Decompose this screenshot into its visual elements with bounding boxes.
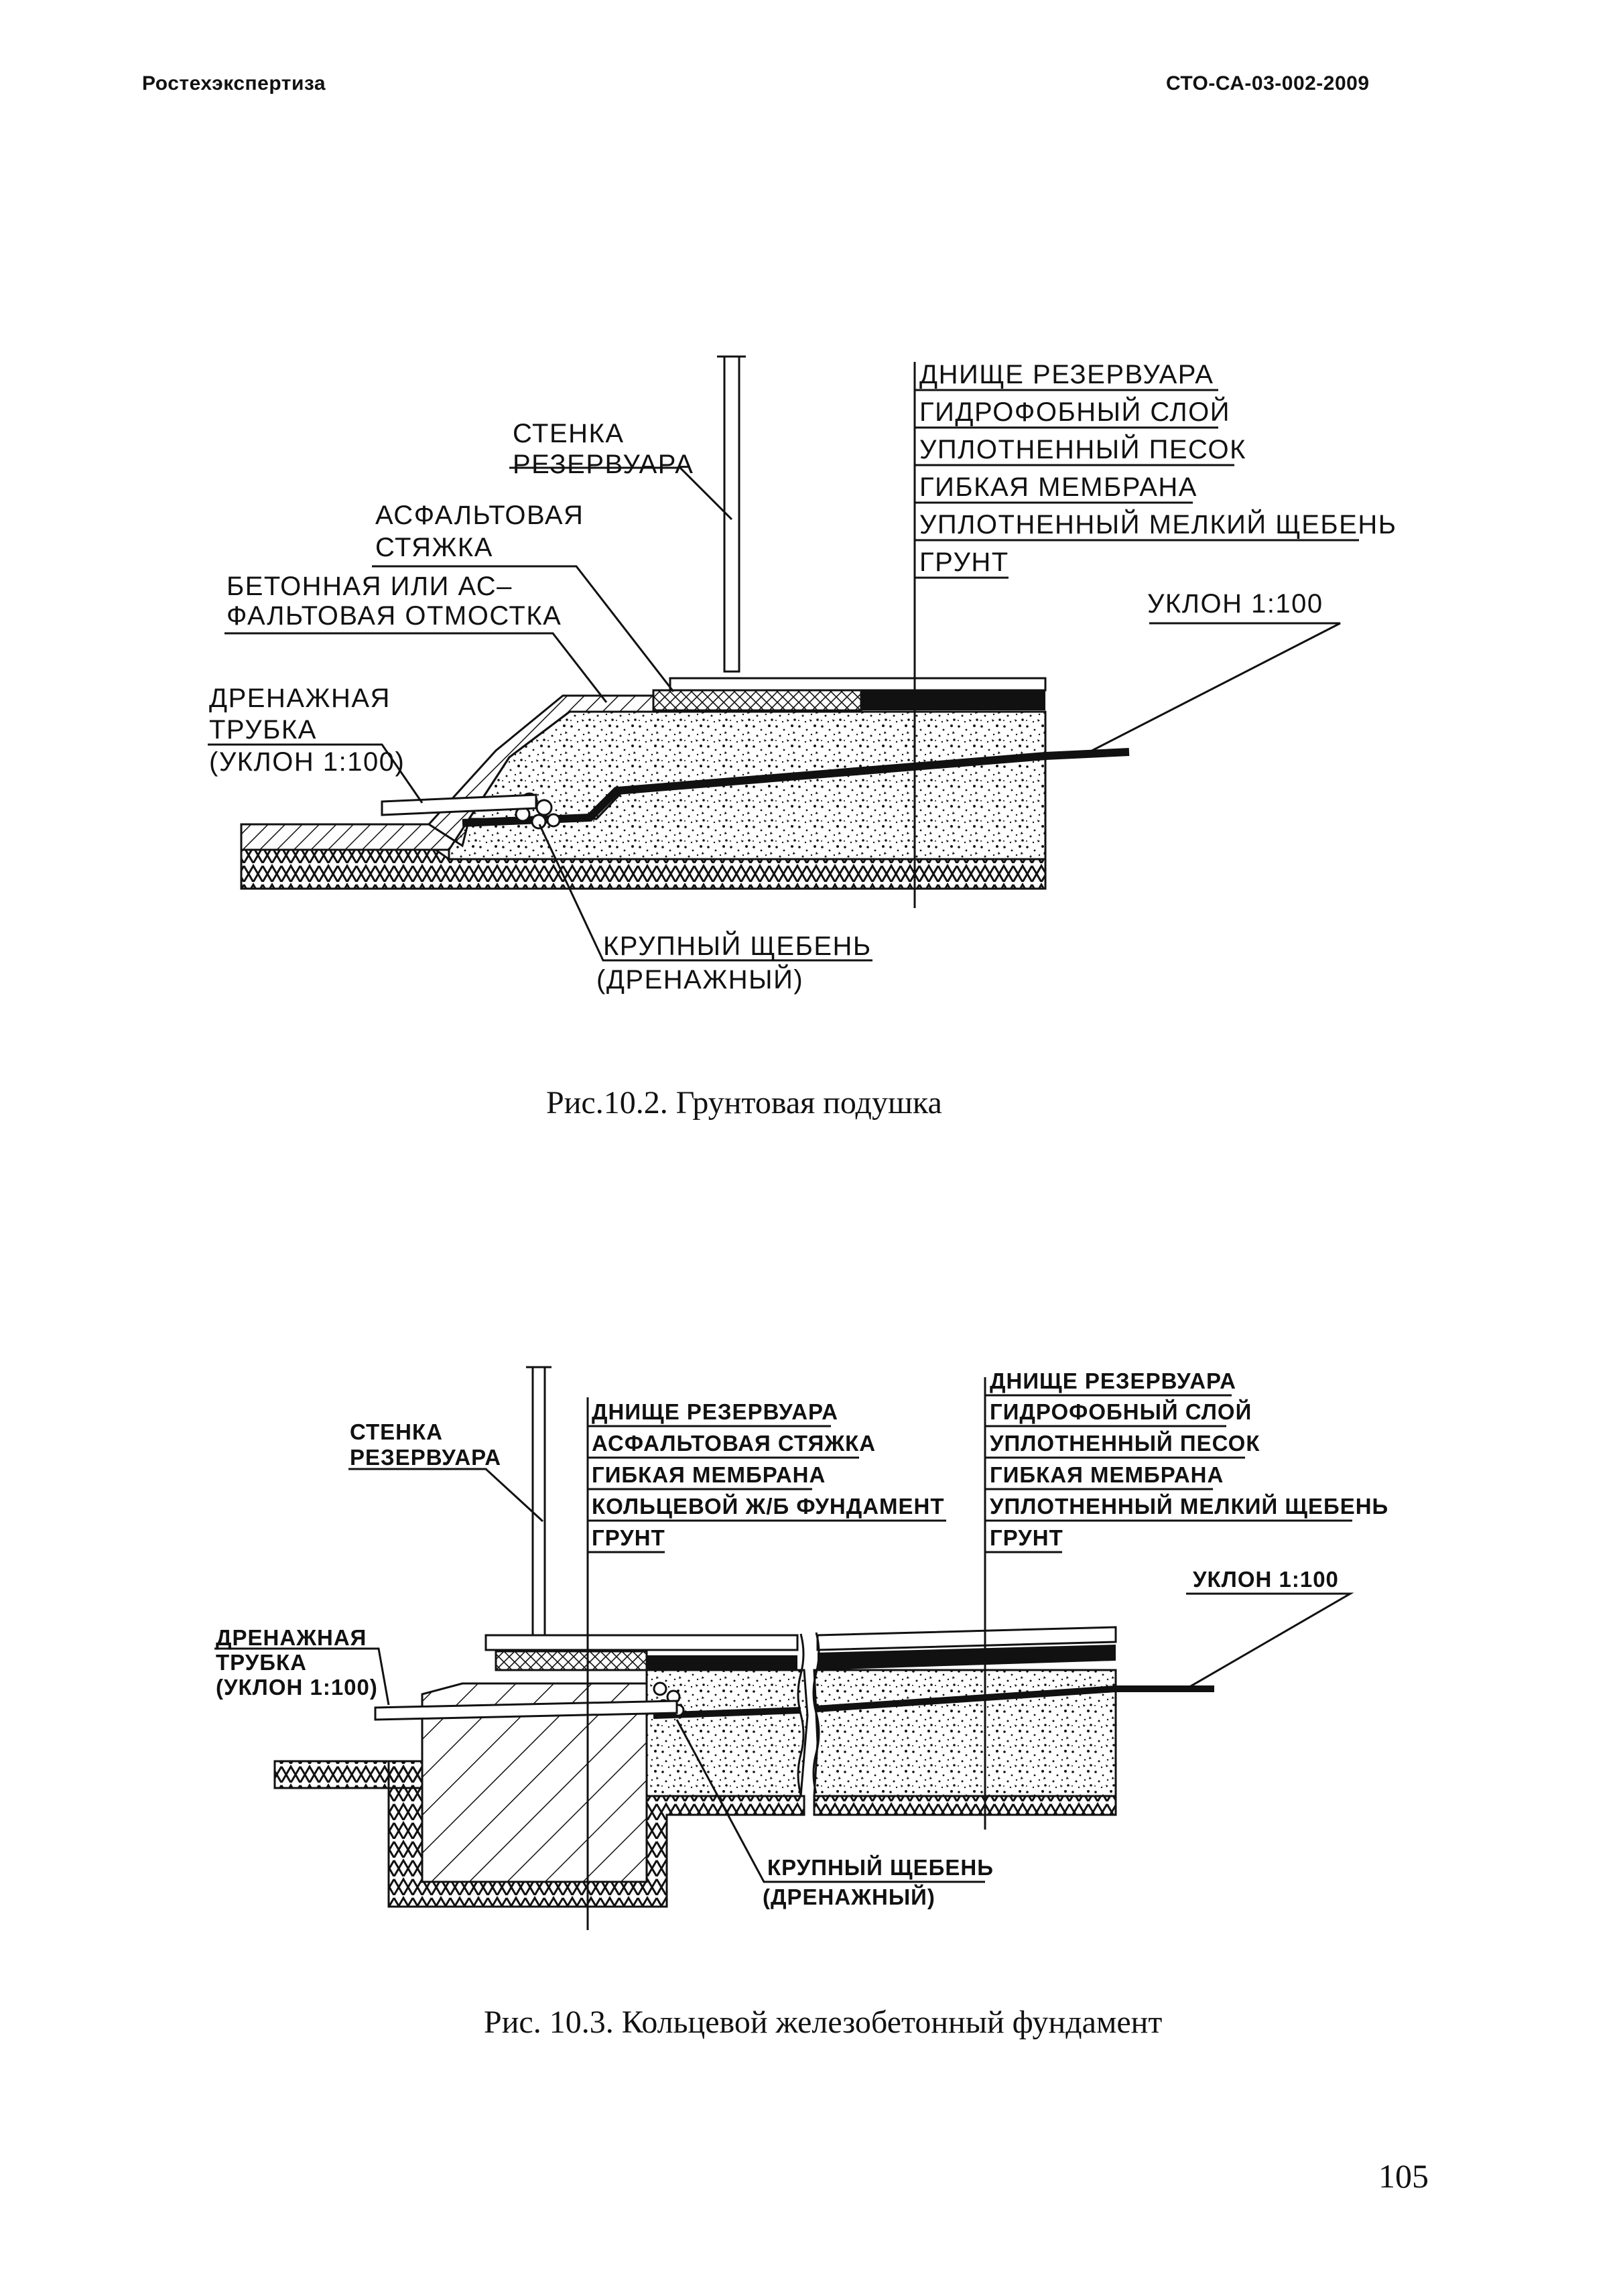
fig2-gravel-label-1: КРУПНЫЙ ЩЕБЕНЬ (767, 1854, 994, 1880)
figure-1-caption: Рис.10.2. Грунтовая подушка (546, 1085, 942, 1121)
fig2-slope-label: УКЛОН 1:100 (1193, 1567, 1339, 1592)
fig2-layers-left-list: ДНИЩЕ РЕЗЕРВУАРА АСФАЛЬТОВАЯ СТЯЖКА ГИБК… (588, 1399, 946, 1553)
fig2-left-layer-label: ГРУНТ (592, 1525, 665, 1550)
figure-2-drawing (214, 1366, 1354, 1930)
fig1-layer-label: ГИБКАЯ МЕМБРАНА (919, 472, 1197, 502)
fig1-drain-label-2: ТРУБКА (209, 715, 317, 745)
header-standard-code: СТО-СА-03-002-2009 (1166, 72, 1370, 94)
fig1-layer-label: УПЛОТНЕННЫЙ ПЕСОК (919, 434, 1246, 464)
fig1-wall-label-1: СТЕНКА (513, 419, 625, 448)
fig1-gravel-label-1: КРУПНЫЙ ЩЕБЕНЬ (603, 930, 872, 961)
fig2-right-layer-label: УПЛОТНЕННЫЙ МЕЛКИЙ ЩЕБЕНЬ (990, 1493, 1388, 1519)
fig1-drain-label-3: (УКЛОН 1:100) (209, 747, 405, 777)
fig2-layers-right-list: ДНИЩЕ РЕЗЕРВУАРА ГИДРОФОБНЫЙ СЛОЙ УПЛОТН… (985, 1368, 1388, 1553)
fig2-right-layer-label: ГРУНТ (990, 1525, 1063, 1550)
fig2-wall-label-1: СТЕНКА (350, 1419, 443, 1444)
fig2-right-layer-label: ДНИЩЕ РЕЗЕРВУАРА (990, 1368, 1236, 1393)
fig1-asphalt-label-2: СТЯЖКА (375, 533, 493, 562)
fig2-right-layer-label: УПЛОТНЕННЫЙ ПЕСОК (990, 1430, 1260, 1456)
fig2-left-layer-label: АСФАЛЬТОВАЯ СТЯЖКА (592, 1431, 876, 1456)
figure-2-caption: Рис. 10.3. Кольцевой железобетонный фунд… (484, 2004, 1163, 2040)
fig2-drain-label-2: ТРУБКА (216, 1650, 307, 1675)
fig1-layer-label: ДНИЩЕ РЕЗЕРВУАРА (919, 360, 1214, 389)
fig2-drain-label-1: ДРЕНАЖНАЯ (216, 1625, 367, 1650)
fig2-drain-label-3: (УКЛОН 1:100) (216, 1675, 378, 1700)
fig1-drain-label-1: ДРЕНАЖНАЯ (209, 684, 391, 713)
fig2-left-layer-label: ГИБКАЯ МЕМБРАНА (592, 1462, 826, 1487)
fig1-layer-label: УПЛОТНЕННЫЙ МЕЛКИЙ ЩЕБЕНЬ (919, 509, 1397, 539)
fig1-wall-label-2: РЕЗЕРВУАРА (513, 450, 694, 479)
fig1-slope-label: УКЛОН 1:100 (1147, 589, 1323, 619)
page-number: 105 (1378, 2157, 1429, 2195)
fig2-left-layer-label: КОЛЬЦЕВОЙ Ж/Б ФУНДАМЕНТ (592, 1493, 945, 1519)
fig1-asphalt-label-1: АСФАЛЬТОВАЯ (375, 501, 584, 530)
fig2-left-layer-label: ДНИЩЕ РЕЗЕРВУАРА (592, 1399, 838, 1424)
fig2-right-layer-label: ГИБКАЯ МЕМБРАНА (990, 1462, 1224, 1487)
header-organization: Ростехэкспертиза (142, 72, 326, 94)
fig1-apron-label-2: ФАЛЬТОВАЯ ОТМОСТКА (226, 601, 562, 631)
fig2-gravel-label-2: (ДРЕНАЖНЫЙ) (763, 1884, 935, 1909)
figure-1-drawing (208, 355, 1341, 962)
fig1-layer-label: ГИДРОФОБНЫЙ СЛОЙ (919, 396, 1230, 427)
fig1-gravel-label-2: (ДРЕНАЖНЫЙ) (596, 964, 803, 995)
fig1-apron-label-1: БЕТОННАЯ ИЛИ АС– (226, 572, 513, 601)
fig1-layers-list: ДНИЩЕ РЕЗЕРВУАРА ГИДРОФОБНЫЙ СЛОЙ УПЛОТН… (915, 360, 1397, 579)
fig2-wall-label-2: РЕЗЕРВУАРА (350, 1445, 501, 1470)
fig1-layer-label: ГРУНТ (919, 548, 1009, 577)
fig2-right-layer-label: ГИДРОФОБНЫЙ СЛОЙ (990, 1399, 1252, 1424)
